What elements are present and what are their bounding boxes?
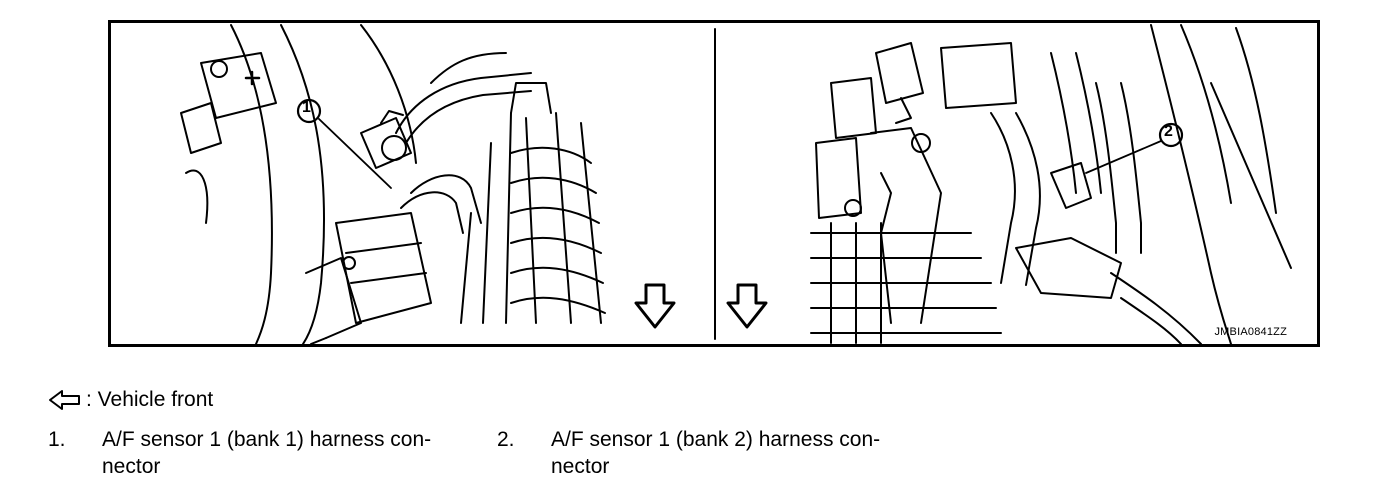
legend-label: : Vehicle front — [86, 388, 214, 411]
arrow-left-outline-icon — [49, 390, 80, 410]
item-number: 2. — [497, 428, 515, 451]
item-text: A/F sensor 1 (bank 2) harness con-nector — [551, 428, 881, 478]
engine-line-drawing — [180, 24, 1292, 344]
engine-diagram: 1 2 JMBIA0841ZZ — [108, 20, 1320, 347]
item-number: 1. — [48, 428, 66, 451]
callout-2-label: 2 — [1164, 123, 1173, 140]
item-text: A/F sensor 1 (bank 1) harness con-nector — [102, 428, 432, 478]
figure-code: JMBIA0841ZZ — [1214, 326, 1287, 338]
callout-1-label: 1 — [302, 99, 311, 116]
legend: : Vehicle front — [48, 388, 213, 412]
